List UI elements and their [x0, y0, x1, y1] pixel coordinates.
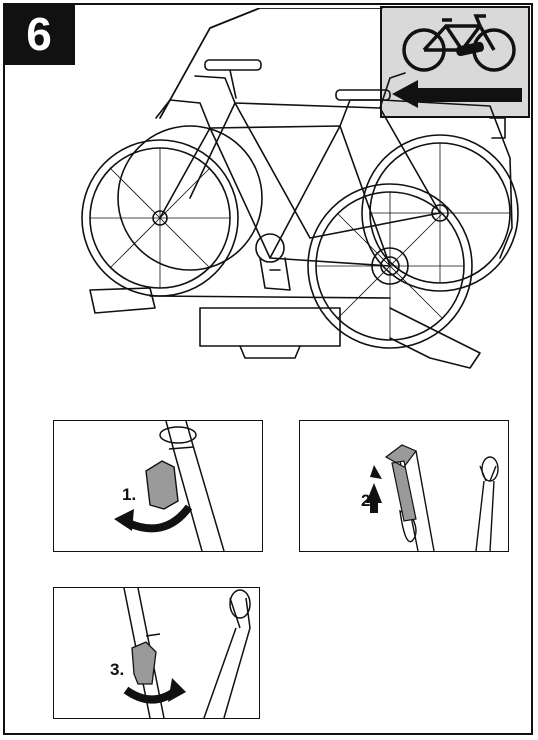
detail-panel-2: 2.	[299, 420, 509, 552]
step-label-3: 3.	[110, 660, 124, 680]
bike-carrier-illustration	[60, 8, 530, 380]
step-label-1: 1.	[122, 485, 136, 505]
detail-panel-1: 1.	[53, 420, 263, 552]
arm-raise-illustration	[300, 421, 508, 551]
release-lever-illustration	[54, 421, 262, 551]
step-label-2: 2.	[361, 491, 375, 511]
lever-lock-illustration	[54, 588, 259, 718]
detail-panel-3: 3.	[53, 587, 260, 719]
